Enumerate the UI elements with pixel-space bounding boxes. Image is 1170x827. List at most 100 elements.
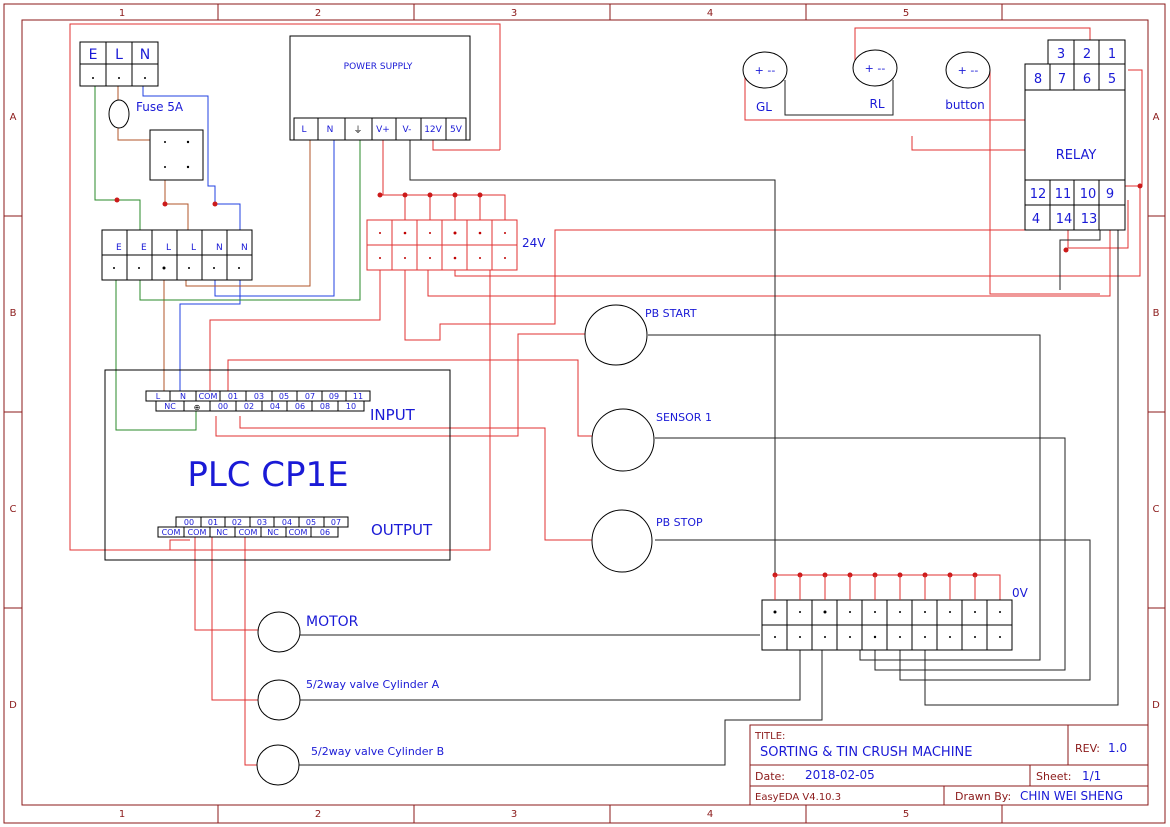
plc-in-00: 00 <box>218 402 228 411</box>
date-value: 2018-02-05 <box>805 768 875 782</box>
indicator-button-polarity: + -- <box>958 64 979 77</box>
plc-in-08: 08 <box>320 402 330 411</box>
wire-red-cyl-a <box>211 528 258 701</box>
fuse: Fuse 5A <box>108 99 184 129</box>
output-cylinder-b: 5/2way valve Cylinder B <box>256 744 444 786</box>
terminal-label-e1: E <box>116 243 122 253</box>
psu-terminal-5v: 5V <box>450 125 463 135</box>
terminal-label-n2: N <box>241 243 248 253</box>
plc-out-nc1: NC <box>216 528 228 537</box>
plc-out-01: 01 <box>208 518 218 527</box>
relay-pin-11: 11 <box>1055 187 1072 202</box>
input-pb-start: PB START <box>584 304 697 366</box>
wire-blue-plc-n <box>179 280 241 396</box>
plc-out-com3: COM <box>239 528 258 537</box>
indicator-button-label: button <box>945 98 985 112</box>
frame-col-3-top: 3 <box>511 8 517 19</box>
tool-version: EasyEDA V4.10.3 <box>755 792 841 803</box>
wire-red-to-plc-com <box>209 270 381 396</box>
relay: 3 2 1 8 7 6 5 RELAY 12 11 10 9 4 14 13 <box>1024 39 1126 231</box>
wire-red-psu-12v <box>432 140 500 151</box>
frame-row-b-right: B <box>1153 308 1160 319</box>
input-sensor-1-label: SENSOR 1 <box>656 411 712 424</box>
indicator-gl-label: GL <box>756 100 772 114</box>
wire-red-v+ <box>382 140 506 220</box>
frame-col-1-top: 1 <box>119 8 125 19</box>
plc-in-ground: ⊕ <box>194 403 201 412</box>
relay-pin-10: 10 <box>1080 187 1097 202</box>
title-caption: TITLE: <box>754 731 785 742</box>
frame-row-c-left: C <box>10 504 17 515</box>
wire-brown-l <box>164 180 189 235</box>
relay-pin-5: 5 <box>1108 72 1116 87</box>
wire-red-gl <box>744 70 1088 121</box>
wire-red-rl <box>854 27 1091 70</box>
plc-out-00: 00 <box>184 518 194 527</box>
plc-input-label: INPUT <box>370 406 416 424</box>
psu-terminal-l: L <box>301 125 306 135</box>
psu-terminal-ground: ⏚ <box>353 125 362 136</box>
indicator-gl-polarity: + -- <box>755 64 776 77</box>
output-cylinder-a-label: 5/2way valve Cylinder A <box>306 678 440 691</box>
plc-in-04: 04 <box>270 402 280 411</box>
plc-out-04: 04 <box>282 518 292 527</box>
frame-row-d-left: D <box>9 700 17 711</box>
rev-caption: REV: <box>1075 742 1100 755</box>
output-motor-label: MOTOR <box>306 614 359 630</box>
wire-green-psu <box>139 140 361 301</box>
plc-out-nc2: NC <box>267 528 279 537</box>
terminal-label-l2: L <box>191 243 196 253</box>
indicator-rl: + -- RL <box>852 49 898 111</box>
frame-row-a-left: A <box>10 112 17 123</box>
psu-terminal-n: N <box>327 125 334 135</box>
indicator-rl-label: RL <box>869 97 884 111</box>
mains-label-e: E <box>89 47 98 63</box>
output-cylinder-a: 5/2way valve Cylinder A <box>257 678 440 721</box>
wire-green-plc <box>115 280 197 431</box>
terminal-block: E E L L N N <box>101 229 253 281</box>
frame-col-5-bottom: 5 <box>903 809 909 820</box>
relay-pin-6: 6 <box>1083 72 1091 87</box>
plc-in-09: 09 <box>329 392 339 401</box>
plc-in-com: COM <box>199 392 218 401</box>
plc-out-02: 02 <box>232 518 242 527</box>
plc-in-06: 06 <box>295 402 305 411</box>
plc-in-05: 05 <box>279 392 289 401</box>
plc-output-label: OUTPUT <box>371 521 433 539</box>
frame-col-2-bottom: 2 <box>315 809 321 820</box>
relay-pin-2: 2 <box>1083 47 1091 62</box>
drawn-by-value: CHIN WEI SHENG <box>1020 789 1123 803</box>
terminal-label-e2: E <box>141 243 147 253</box>
wire-black-relay-13 <box>1059 230 1101 290</box>
plc-in-11: 11 <box>353 392 363 401</box>
relay-pin-12: 12 <box>1030 187 1047 202</box>
wire-red-relay-14 <box>454 186 1141 277</box>
output-motor: MOTOR <box>257 611 359 653</box>
plc-out-03: 03 <box>257 518 267 527</box>
rev-value: 1.0 <box>1108 741 1127 755</box>
wire-red-pbstop <box>239 416 592 541</box>
bus-24v-label: 24V <box>522 236 546 250</box>
bus-0v: 0V <box>761 575 1029 651</box>
plc-out-06: 06 <box>320 528 330 537</box>
psu-terminal-vplus: V+ <box>376 125 390 135</box>
plc: PLC CP1E INPUT OUTPUT L N COM 01 03 05 <box>104 369 451 561</box>
relay-pin-4: 4 <box>1032 212 1040 227</box>
psu-terminal-12v: 12V <box>424 125 442 135</box>
wire-red-0v <box>775 574 1001 600</box>
frame-col-4-bottom: 4 <box>707 809 713 820</box>
mains-label-n: N <box>140 47 150 63</box>
input-sensor-1: SENSOR 1 <box>591 408 712 472</box>
plc-in-07: 07 <box>305 392 315 401</box>
relay-pin-3: 3 <box>1057 47 1065 62</box>
wire-red-cyl-b <box>244 528 258 766</box>
frame-col-1-bottom: 1 <box>119 809 125 820</box>
frame-row-b-left: B <box>10 308 17 319</box>
wire-black-pbstop <box>655 539 1091 681</box>
plc-out-05: 05 <box>306 518 316 527</box>
wire-black-pbstart <box>648 334 1041 661</box>
relay-pin-1: 1 <box>1108 47 1116 62</box>
wire-red-outer <box>69 23 501 551</box>
plc-output-strip: 00 01 02 03 04 05 07 COM COM NC COM NC C… <box>157 516 349 538</box>
